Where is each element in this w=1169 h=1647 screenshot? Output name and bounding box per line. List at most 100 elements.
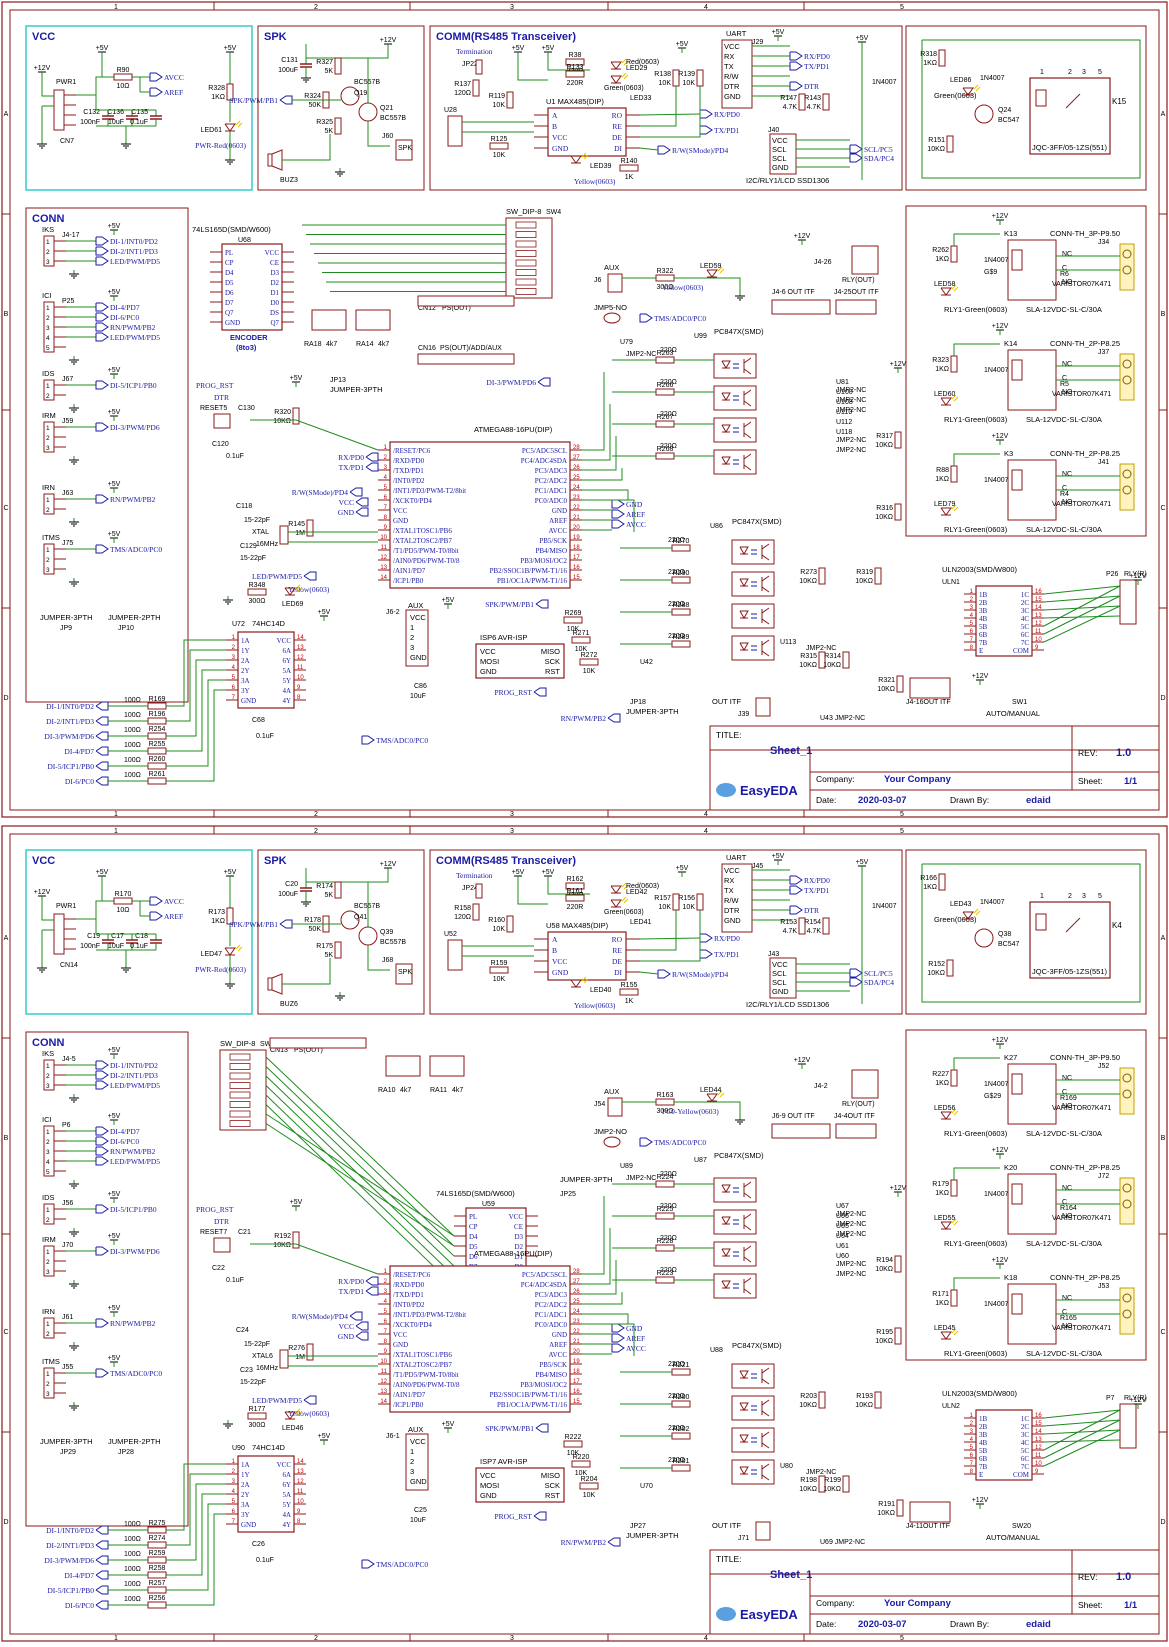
mcu-ref: ATMEGA88-16PU(DIP) <box>474 1249 553 1258</box>
connector-pin-number: 3 <box>46 1083 50 1090</box>
aux-header <box>405 1433 429 1491</box>
wire <box>166 1513 226 1606</box>
resistor-value: 4.7K <box>783 104 798 111</box>
comm-section-box <box>429 25 903 191</box>
optocoupler-diode <box>739 1466 749 1476</box>
resistor-value: 10K <box>567 626 580 633</box>
resistor-ref: R254 <box>149 726 166 733</box>
led-ray <box>951 1328 957 1334</box>
net-label: LED/PWM/PD5 <box>110 1157 160 1166</box>
net-flag <box>149 911 163 921</box>
ic-pin-label: PB1/OC1A/PWM-T1/16 <box>497 1401 568 1409</box>
resistor-body <box>619 164 639 172</box>
ic-pin-label: PB3/MOSI/OC2 <box>520 557 567 565</box>
resistor-value: 120Ω <box>454 914 471 921</box>
ic-pin-label: 2Y <box>241 667 250 675</box>
wire <box>582 499 635 532</box>
resistor-value: 10KΩ <box>855 578 873 585</box>
net-label: AREF <box>164 88 183 97</box>
frame-row-letter: B <box>1161 1135 1166 1142</box>
resistor-value: 10KΩ <box>273 1242 291 1249</box>
dip-switch-toggle <box>229 1110 251 1118</box>
net-label: R/W(SMode)/PD4 <box>292 488 349 497</box>
ic-pin-number: 7 <box>232 1519 236 1525</box>
resistor-body <box>655 1098 675 1106</box>
resistor-value: 220Ω <box>660 1235 677 1242</box>
led-ray <box>297 586 303 592</box>
optocoupler-transistor <box>743 357 752 364</box>
power-label: +5V <box>108 289 121 296</box>
ic-pin-number: 21 <box>573 1339 580 1345</box>
jumper-label: JMP2-NO <box>594 1127 627 1136</box>
net-flag <box>95 1156 109 1166</box>
ic-pin-number: 13 <box>380 565 387 571</box>
wire <box>166 639 226 707</box>
optocoupler-transistor <box>761 1431 770 1438</box>
resistor-ref: R147 <box>780 95 797 102</box>
net-label: RX/PD0 <box>804 52 830 61</box>
ic-pin-label: /ICP1/PB0 <box>393 577 424 585</box>
net-flag <box>699 125 713 135</box>
connector-ref: J4-5 <box>62 1056 76 1063</box>
power-label: +5V <box>512 45 525 52</box>
out-itf-header <box>771 299 831 315</box>
net-label: DI-3/PWM/PD6 <box>110 1247 160 1256</box>
led-symbol <box>940 287 952 296</box>
optocoupler-transistor <box>761 575 770 582</box>
wire <box>582 1196 605 1275</box>
max485-pin: DI <box>614 144 622 153</box>
ic-pin-number: 11 <box>297 1489 304 1495</box>
resistor-value: 10KΩ <box>799 578 817 585</box>
ic-pin-label: 3A <box>241 1501 250 1509</box>
vcc-connector-ref: CN14 <box>60 962 78 969</box>
ic-pin-label: Q7 <box>225 309 234 317</box>
net-flag <box>537 377 551 387</box>
net-label: TMS/ADC0/PC0 <box>110 1369 162 1378</box>
ic-pin-label: 5C <box>1021 1447 1030 1455</box>
varistor-type: VARISTOR07K471 <box>1052 1105 1111 1112</box>
resistor-value: 4.7K <box>807 928 822 935</box>
mcu-body <box>389 441 571 589</box>
switch-ref: SW1 <box>1012 699 1027 706</box>
wire <box>639 937 701 940</box>
uart-pin: DTR <box>724 906 740 915</box>
resistor-value: 10KΩ <box>799 1402 817 1409</box>
connector-body <box>53 913 65 955</box>
connector-type: RLY(R) <box>1124 571 1147 578</box>
ps-out-header <box>417 295 515 307</box>
ic-pin-number: 6 <box>384 495 388 501</box>
jumper-label: JUMPER-2PTH <box>108 613 161 622</box>
optocoupler-transistor <box>743 368 752 375</box>
connector-pin-number: 1 <box>46 1063 50 1070</box>
net-flag <box>95 1126 109 1136</box>
connector-pin-number: 2 <box>46 435 50 442</box>
jumper-label: JUMPER-3PTH <box>626 1531 679 1540</box>
net-flag <box>95 236 109 246</box>
i2c-header <box>769 133 797 175</box>
optocoupler-diode <box>721 1216 731 1226</box>
wire <box>640 910 677 951</box>
connector-type: PS(OUT) <box>294 1047 323 1054</box>
ic-pin-label: 1C <box>1021 591 1030 599</box>
net-label: GND <box>338 1332 355 1341</box>
transistor-q1 <box>340 910 360 930</box>
connector-pin-number: 1 <box>46 1321 50 1328</box>
net-flag <box>95 1585 109 1595</box>
optocoupler-transistor <box>743 1277 752 1284</box>
wire <box>953 1277 1000 1290</box>
ic-pin-label: 3A <box>241 677 250 685</box>
encoder-ref: 74LS165D(SMD/W600) <box>192 225 271 234</box>
resistor-value: 1KΩ <box>923 60 937 67</box>
ic-pin-label: /AIN0/PD6/PWM-T0/8 <box>393 557 460 565</box>
ic-pin-number: 8 <box>297 1519 301 1525</box>
comm-title: COMM(RS485 Transceiver) <box>436 31 576 43</box>
power-label: +5V <box>108 1047 121 1054</box>
ic-pin-label: 2C <box>1021 1423 1030 1431</box>
net-label: RN/PWM/PB2 <box>110 1147 156 1156</box>
net-flag <box>849 153 863 163</box>
resistor-array-ref: RA11 <box>430 1087 447 1094</box>
jumper-type: JMP2-NC <box>836 1271 866 1278</box>
dip-switch-toggle <box>515 221 537 229</box>
relay-pin: 5 <box>1098 893 1102 900</box>
wire <box>166 1483 226 1561</box>
